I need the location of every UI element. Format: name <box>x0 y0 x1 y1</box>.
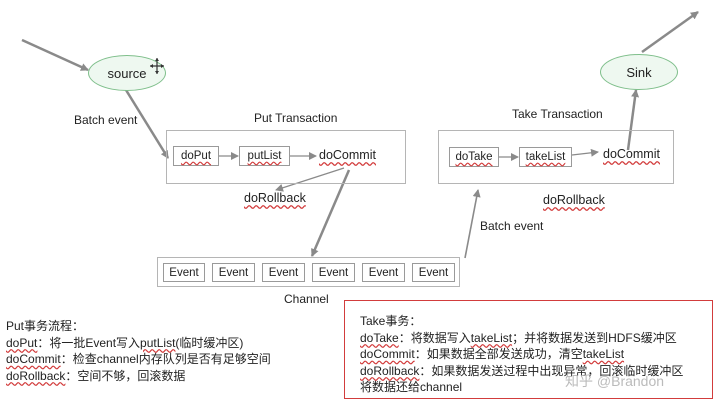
arrow-take-to-sink <box>626 89 640 151</box>
take-notes: Take事务： doTake：将数据写入takeList；并将数据发送到HDFS… <box>360 313 683 396</box>
channel-event-label: Event <box>218 266 249 279</box>
put-transaction-title: Put Transaction <box>254 111 338 125</box>
put-notes-line-1-text: ：将一批Event写入 <box>37 335 141 350</box>
channel-event-label: Event <box>268 266 299 279</box>
put-step-putlist-label: putList <box>247 150 282 162</box>
take-transaction-title: Take Transaction <box>512 107 603 121</box>
watermark: 知乎 @Brandon <box>565 373 665 389</box>
take-notes-line-1-text: ：将数据写入 <box>398 330 471 345</box>
arrow-takelist-to-docommit <box>571 148 599 157</box>
take-notes-line-2-key2: takeList <box>582 347 625 361</box>
put-notes-line-2: doCommit：检查channel内存队列是否有足够空间 <box>6 351 271 368</box>
arrow-source-to-put <box>124 89 170 159</box>
arrow-channel-to-take <box>464 189 481 259</box>
arrow-sink-out <box>641 10 699 54</box>
channel-event-label: Event <box>368 266 399 279</box>
cursor-icon <box>150 58 164 74</box>
put-step-doput: doPut <box>173 146 219 166</box>
channel-event-label: Event <box>318 266 349 279</box>
take-step-docommit: doCommit <box>603 147 660 161</box>
put-notes-line-1-tail: (临时缓冲区) <box>175 335 244 350</box>
take-notes-title: Take事务： <box>360 314 422 328</box>
put-notes-line-1-key2: putList <box>140 335 176 350</box>
channel-event: Event <box>362 263 405 282</box>
take-notes-line-1-tail: ；并将数据发送到HDFS缓冲区 <box>512 330 677 345</box>
source-label: source <box>107 65 147 81</box>
channel-event: Event <box>412 263 455 282</box>
channel-event: Event <box>312 263 355 282</box>
put-rollback-label: doRollback <box>244 191 306 205</box>
take-notes-line-4: 将数据还给channel <box>360 380 463 394</box>
put-notes-line-3: doRollback：空间不够，回滚数据 <box>6 368 271 385</box>
sink-node: Sink <box>600 54 678 90</box>
channel-box <box>157 257 460 287</box>
put-notes-line-3-key: doRollback <box>6 368 66 383</box>
take-step-dotake: doTake <box>449 147 499 167</box>
put-notes-line-1-key: doPut <box>6 335 38 350</box>
take-notes-line-1-key2: takeList <box>470 330 513 345</box>
channel-event: Event <box>262 263 305 282</box>
put-step-doput-label: doPut <box>180 150 212 162</box>
channel-event-label: Event <box>169 266 199 279</box>
take-step-takelist: takeList <box>519 147 572 167</box>
put-notes-line-2-text: ：检查channel内存队列是否有足够空间 <box>60 352 271 366</box>
take-notes-line-2-text: ：如果数据全部发送成功，清空 <box>414 347 583 361</box>
put-step-putlist: putList <box>239 146 290 166</box>
arrow-in-to-source <box>21 38 89 72</box>
put-notes: Put事务流程： doPut：将一批Event写入putList(临时缓冲区) … <box>6 318 271 384</box>
sink-label: Sink <box>626 64 652 80</box>
take-notes-line-3: doRollback：如果数据发送过程中出现异常，回滚临时缓冲区 <box>360 363 683 380</box>
take-notes-line-2-key: doCommit <box>360 347 415 361</box>
channel-event: Event <box>163 263 205 282</box>
channel-event-label: Event <box>418 266 449 279</box>
take-notes-line-1: doTake：将数据写入takeList；并将数据发送到HDFS缓冲区 <box>360 330 683 347</box>
take-notes-line-1-key: doTake <box>360 330 399 345</box>
take-notes-line-3-key: doRollback <box>360 363 420 378</box>
batch-event-label-right: Batch event <box>480 219 544 233</box>
take-transaction-box <box>438 130 674 184</box>
put-notes-title: Put事务流程： <box>6 319 85 333</box>
batch-event-label-left: Batch event <box>74 113 138 127</box>
put-transaction-box <box>166 130 406 184</box>
take-notes-frame <box>344 300 713 399</box>
channel-label: Channel <box>284 292 329 306</box>
arrow-docommit-to-dorollback <box>275 167 345 192</box>
put-notes-line-1: doPut：将一批Event写入putList(临时缓冲区) <box>6 335 271 352</box>
take-rollback-label: doRollback <box>543 193 605 207</box>
take-notes-line-2: doCommit：如果数据全部发送成功，清空takeList <box>360 346 683 363</box>
channel-event: Event <box>212 263 255 282</box>
put-notes-line-3-text: ：空间不够，回滚数据 <box>65 368 186 383</box>
put-step-docommit: doCommit <box>319 148 376 162</box>
arrow-put-to-channel <box>310 169 351 257</box>
take-step-dotake-label: doTake <box>455 151 493 163</box>
source-node: source <box>88 55 166 91</box>
take-step-takelist-label: takeList <box>525 151 566 163</box>
put-notes-line-2-key: doCommit <box>6 352 61 366</box>
take-notes-line-3-text: ：如果数据发送过程中出现异常，回滚临时缓冲区 <box>419 363 684 378</box>
